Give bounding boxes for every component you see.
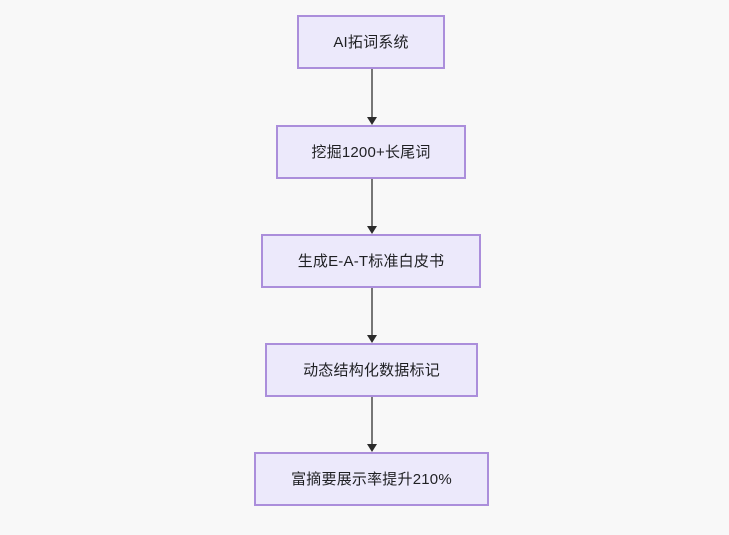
flowchart-node-longtail-keywords[interactable]: 挖掘1200+长尾词 bbox=[276, 125, 466, 179]
flowchart-node-label: AI拓词系统 bbox=[333, 33, 409, 51]
arrow-down-icon bbox=[367, 444, 377, 452]
connector-line bbox=[371, 397, 373, 444]
flowchart-connector-3-4 bbox=[360, 288, 384, 343]
connector-line bbox=[371, 288, 373, 335]
flowchart-node-rich-snippet-result[interactable]: 富摘要展示率提升210% bbox=[254, 452, 489, 506]
connector-line bbox=[371, 69, 373, 117]
flowchart-node-label: 生成E-A-T标准白皮书 bbox=[297, 252, 445, 270]
flowchart-node-eat-whitepaper[interactable]: 生成E-A-T标准白皮书 bbox=[261, 234, 481, 288]
flowchart-connector-4-5 bbox=[360, 397, 384, 452]
flowchart-connector-1-2 bbox=[360, 69, 384, 125]
flowchart-node-structured-data-markup[interactable]: 动态结构化数据标记 bbox=[265, 343, 478, 397]
flowchart-connector-2-3 bbox=[360, 179, 384, 234]
flowchart-node-label: 动态结构化数据标记 bbox=[303, 361, 440, 379]
arrow-down-icon bbox=[367, 335, 377, 343]
flowchart-node-ai-keyword-system[interactable]: AI拓词系统 bbox=[297, 15, 445, 69]
connector-line bbox=[371, 179, 373, 226]
flowchart-node-label: 挖掘1200+长尾词 bbox=[311, 143, 431, 161]
arrow-down-icon bbox=[367, 226, 377, 234]
flowchart-node-label: 富摘要展示率提升210% bbox=[291, 470, 452, 488]
arrow-down-icon bbox=[367, 117, 377, 125]
